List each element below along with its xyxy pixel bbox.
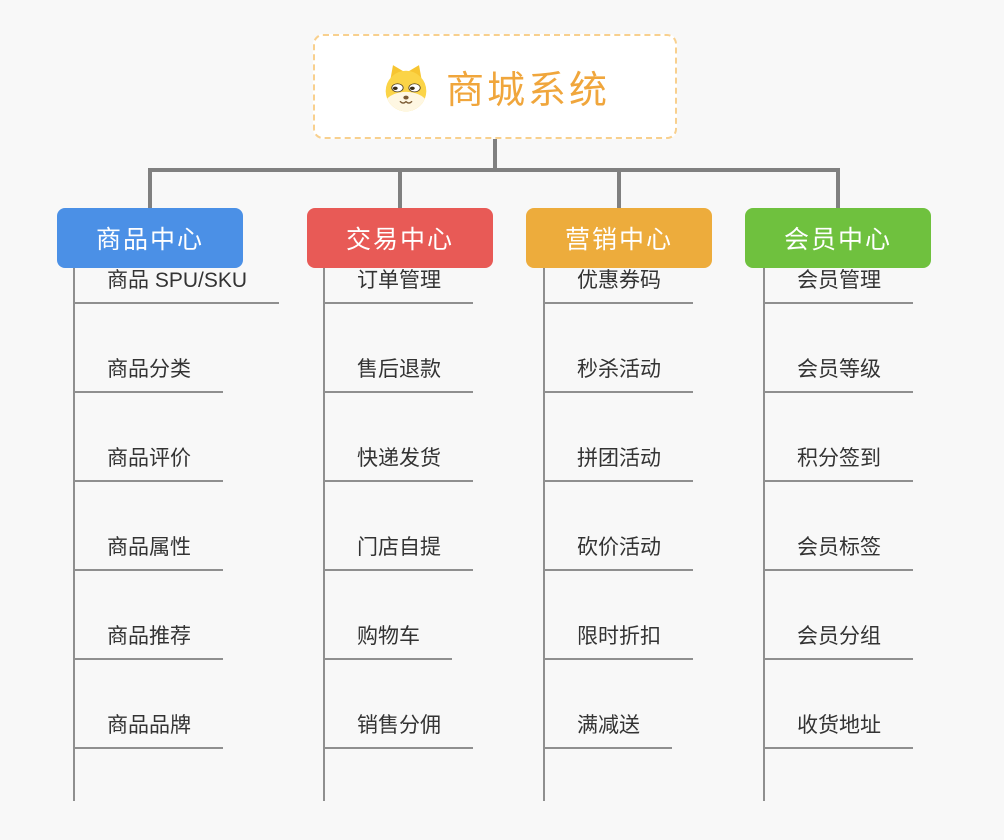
root-node-mall-system[interactable]: 商城系统 bbox=[313, 34, 677, 139]
leaf-node[interactable]: 订单管理 bbox=[323, 268, 473, 304]
leaf-node[interactable]: 商品推荐 bbox=[73, 624, 223, 660]
leaf-node[interactable]: 商品品牌 bbox=[73, 713, 223, 749]
leaf-node[interactable]: 会员等级 bbox=[763, 357, 913, 393]
leaf-node[interactable]: 销售分佣 bbox=[323, 713, 473, 749]
leaf-node[interactable]: 快递发货 bbox=[323, 446, 473, 482]
leaf-node[interactable]: 优惠券码 bbox=[543, 268, 693, 304]
branch-header-product[interactable]: 商品中心 bbox=[57, 208, 243, 268]
branch-spine bbox=[323, 268, 325, 801]
leaf-node[interactable]: 会员分组 bbox=[763, 624, 913, 660]
leaf-node[interactable]: 满减送 bbox=[543, 713, 672, 749]
leaf-node[interactable]: 拼团活动 bbox=[543, 446, 693, 482]
leaf-node[interactable]: 会员管理 bbox=[763, 268, 913, 304]
leaf-node[interactable]: 售后退款 bbox=[323, 357, 473, 393]
dog-face-icon bbox=[380, 61, 432, 113]
branch-column-product: 商品 SPU/SKU 商品分类 商品评价 商品属性 商品推荐 商品品牌 bbox=[73, 268, 323, 801]
branch-spine bbox=[543, 268, 545, 801]
branch-header-member[interactable]: 会员中心 bbox=[745, 208, 931, 268]
leaf-node[interactable]: 积分签到 bbox=[763, 446, 913, 482]
root-node-title: 商城系统 bbox=[445, 70, 610, 112]
leaf-node[interactable]: 收货地址 bbox=[763, 713, 913, 749]
leaf-node[interactable]: 商品评价 bbox=[73, 446, 223, 482]
branch-column-marketing: 优惠券码 秒杀活动 拼团活动 砍价活动 限时折扣 满减送 bbox=[543, 268, 793, 801]
leaf-node[interactable]: 限时折扣 bbox=[543, 624, 693, 660]
leaf-node[interactable]: 秒杀活动 bbox=[543, 357, 693, 393]
leaf-node[interactable]: 商品 SPU/SKU bbox=[73, 268, 280, 304]
branch-header-marketing[interactable]: 营销中心 bbox=[526, 208, 712, 268]
leaf-node[interactable]: 砍价活动 bbox=[543, 535, 693, 571]
branch-column-member: 会员管理 会员等级 积分签到 会员标签 会员分组 收货地址 bbox=[763, 268, 1004, 801]
branch-spine bbox=[73, 268, 75, 801]
leaf-node[interactable]: 商品属性 bbox=[73, 535, 223, 571]
leaf-node[interactable]: 购物车 bbox=[323, 624, 452, 660]
branch-header-trade[interactable]: 交易中心 bbox=[307, 208, 493, 268]
leaf-node[interactable]: 会员标签 bbox=[763, 535, 913, 571]
branch-spine bbox=[763, 268, 765, 801]
leaf-node[interactable]: 商品分类 bbox=[73, 357, 223, 393]
leaf-node[interactable]: 门店自提 bbox=[323, 535, 473, 571]
branch-column-trade: 订单管理 售后退款 快递发货 门店自提 购物车 销售分佣 bbox=[323, 268, 573, 801]
